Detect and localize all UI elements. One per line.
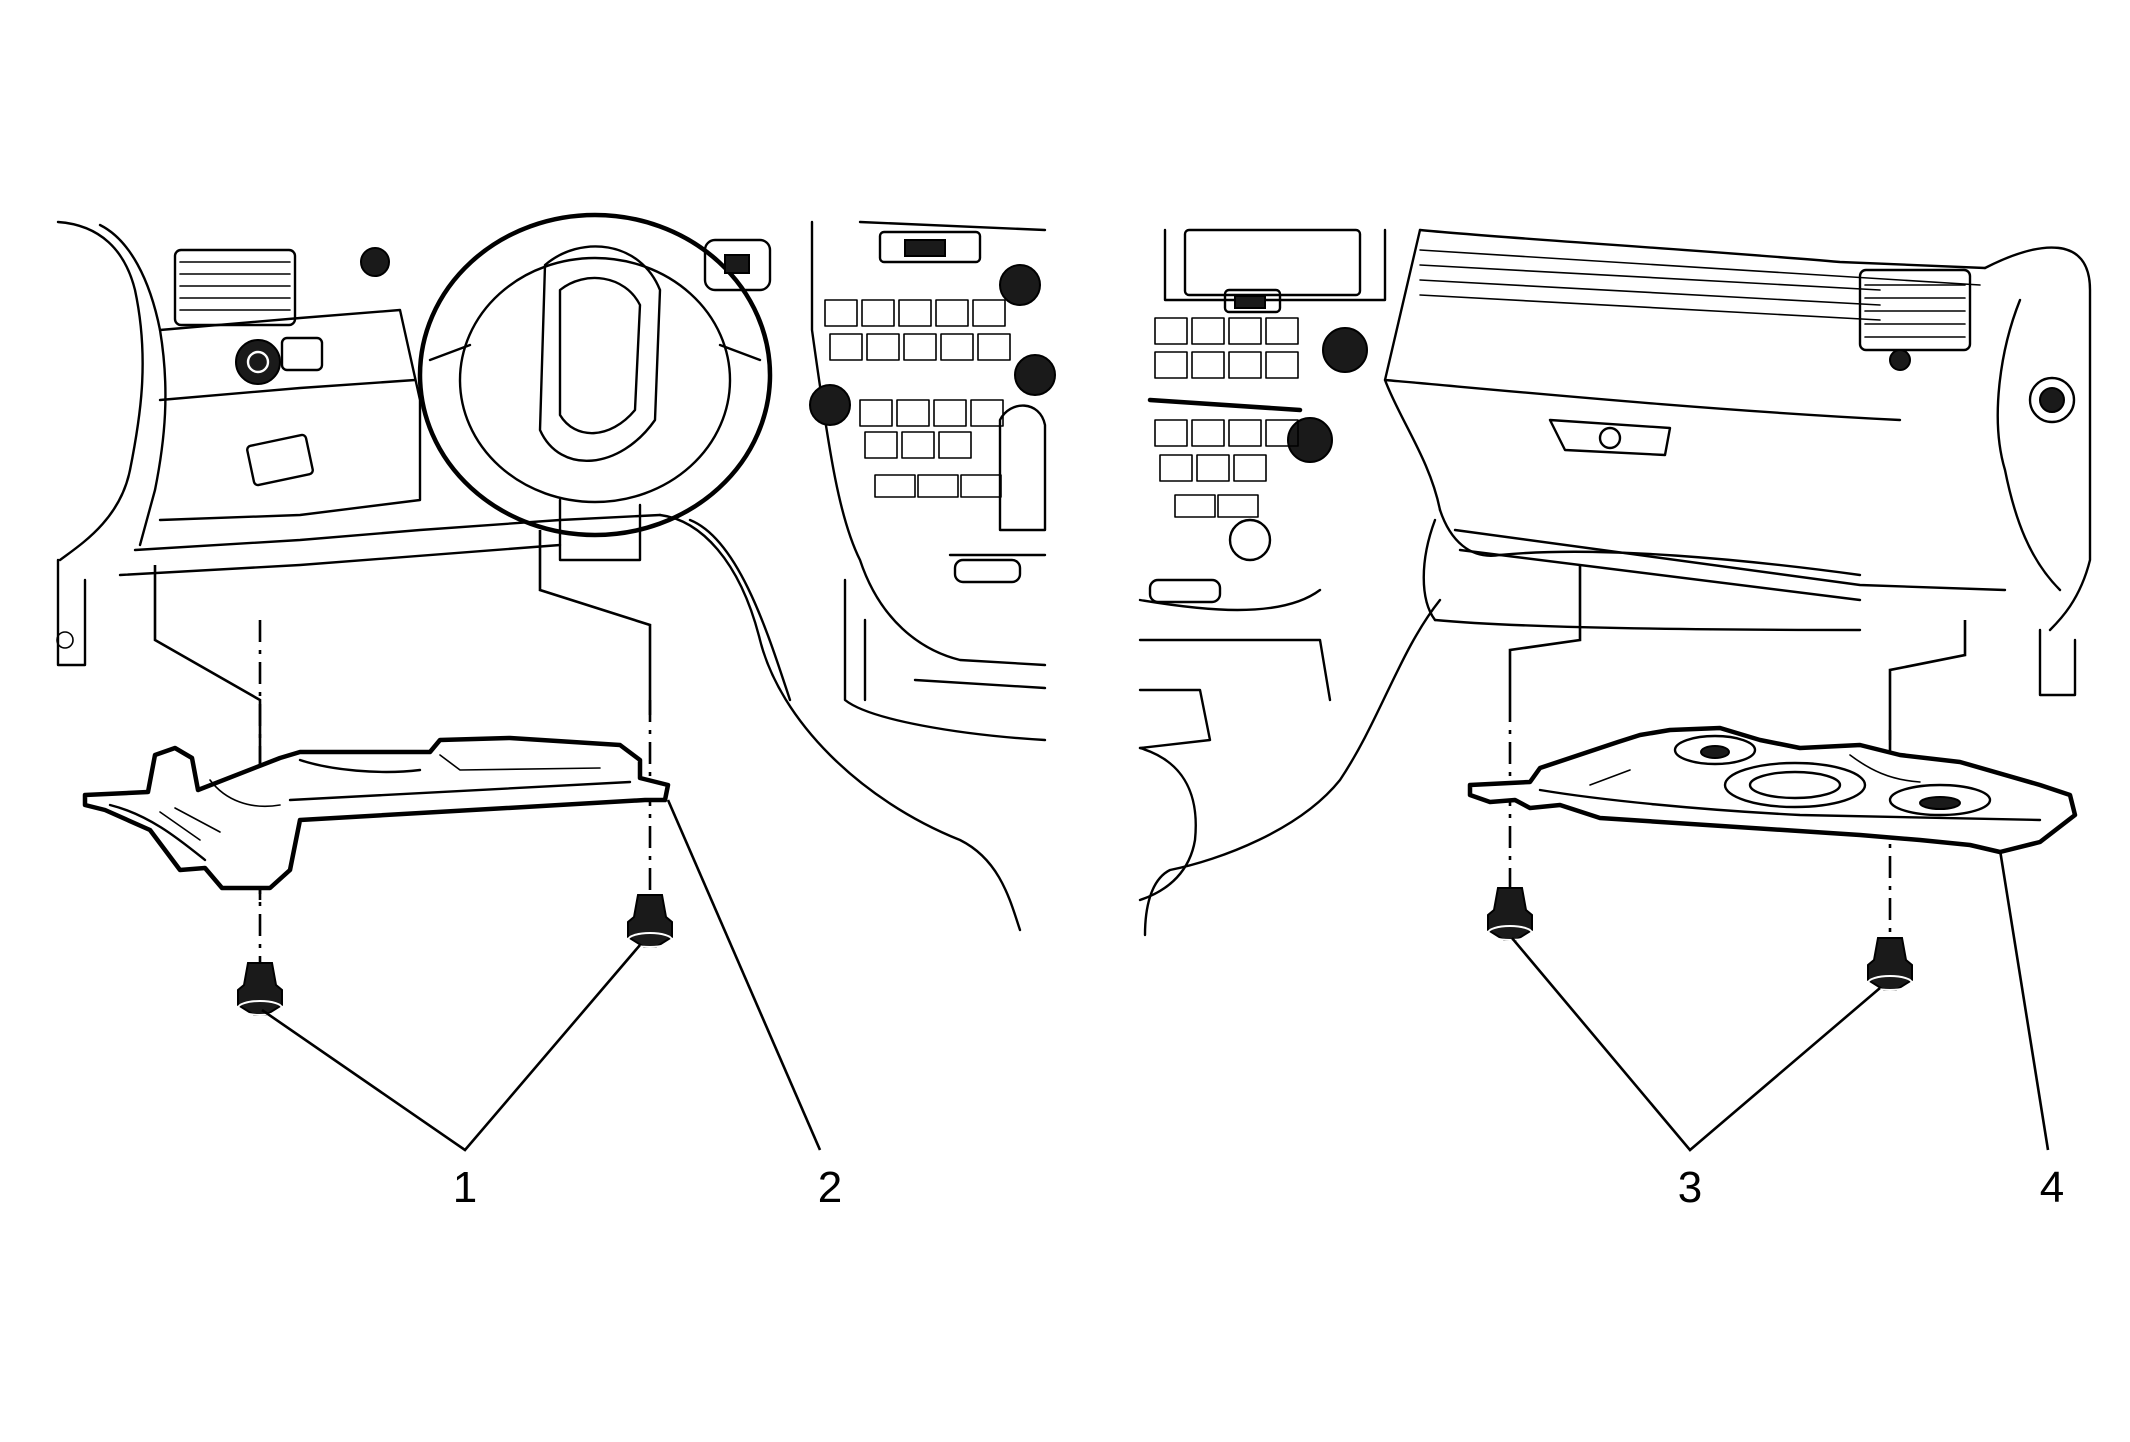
right-clip-fastener-a [1487, 887, 1533, 941]
left-view-driver-side [56, 212, 1056, 1152]
right-dashboard-glovebox [1143, 228, 2092, 937]
steering-wheel [417, 212, 773, 562]
left-callout-lines [261, 799, 822, 1152]
right-insulator-panel [1467, 725, 2078, 855]
callout-2: 2 [818, 1163, 842, 1212]
left-center-stack [658, 220, 1056, 932]
right-clip-fastener-b [1867, 937, 1913, 991]
callout-3: 3 [1678, 1163, 1702, 1212]
left-clip-fastener-b [627, 894, 673, 948]
left-dashboard [56, 220, 662, 667]
left-insulator-panel [82, 735, 671, 891]
left-clip-fastener-a [237, 962, 283, 1016]
right-view-passenger-side [1138, 228, 2092, 1152]
callout-1: 1 [453, 1163, 477, 1212]
right-callout-lines [1511, 849, 2050, 1152]
right-center-stack [1138, 228, 1387, 902]
callout-4: 4 [2040, 1163, 2064, 1212]
